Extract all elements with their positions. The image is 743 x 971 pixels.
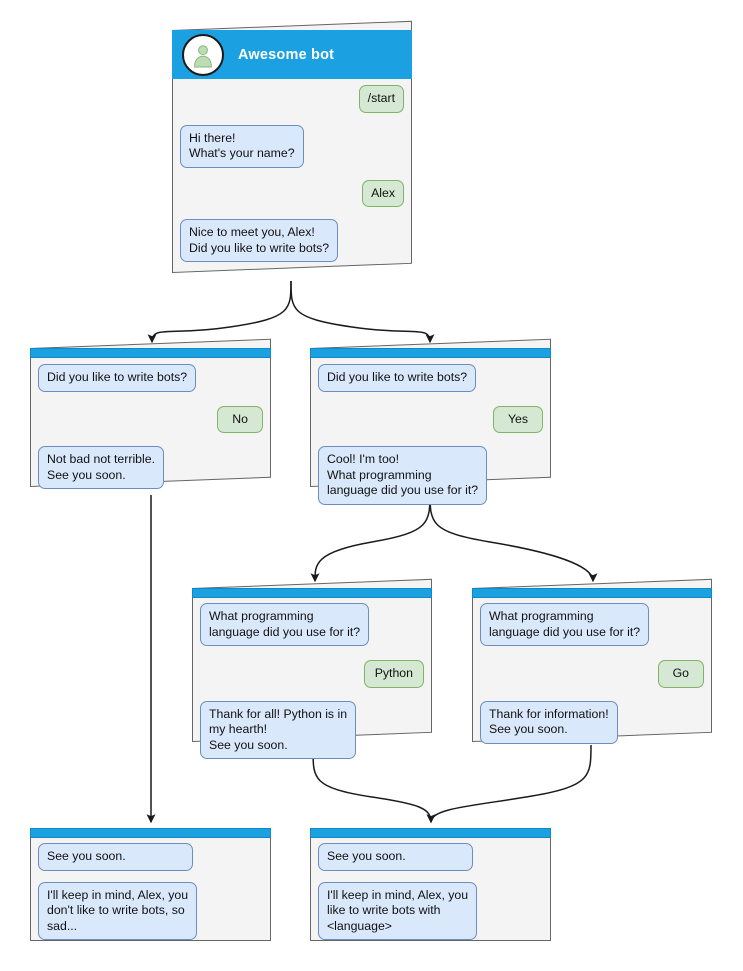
- root-chat-card[interactable]: Awesome bot /start Hi there! What's your…: [172, 20, 412, 273]
- bot-message-bubble[interactable]: What programming language did you use fo…: [200, 603, 370, 646]
- card-message-list: What programming language did you use fo…: [192, 598, 432, 759]
- message-row: What programming language did you use fo…: [480, 603, 704, 646]
- bot-message-bubble[interactable]: What programming language did you use fo…: [480, 603, 650, 646]
- edge-yes-to-go: [429, 491, 598, 583]
- card-header-bar: [472, 588, 712, 598]
- bot-title: Awesome bot: [238, 46, 335, 63]
- message-row: Yes: [318, 405, 543, 433]
- message-row: Alex: [180, 179, 404, 207]
- message-row: See you soon.: [318, 843, 543, 871]
- bot-message-bubble[interactable]: Did you like to write bots?: [38, 364, 197, 392]
- bot-message-bubble[interactable]: Hi there! What's your name?: [180, 124, 304, 168]
- no-branch-card[interactable]: Did you like to write bots? No Not bad n…: [30, 338, 271, 489]
- card-header-bar: [310, 828, 551, 838]
- message-row: I'll keep in mind, Alex, you don't like …: [38, 881, 263, 940]
- message-row: I'll keep in mind, Alex, you like to wri…: [318, 881, 543, 940]
- bot-message-bubble[interactable]: Thank for information! See you soon.: [480, 700, 618, 744]
- card-message-list: Did you like to write bots? Yes Cool! I'…: [310, 358, 551, 505]
- edge-python-to-end-happy: [312, 749, 436, 824]
- message-row: /start: [180, 85, 404, 113]
- message-row: Did you like to write bots?: [318, 364, 543, 392]
- card-message-list: See you soon. I'll keep in mind, Alex, y…: [310, 838, 551, 940]
- message-row: Go: [480, 660, 704, 688]
- message-row: Hi there! What's your name?: [180, 124, 404, 168]
- person-avatar-icon: [182, 33, 224, 76]
- message-row: Python: [200, 660, 424, 688]
- edge-root-to-yes: [290, 280, 435, 344]
- card-message-list: What programming language did you use fo…: [472, 598, 712, 744]
- card-message-list: Did you like to write bots? No Not bad n…: [30, 358, 271, 489]
- message-row: Thank for all! Python is in my hearth! S…: [200, 700, 424, 759]
- card-header-bar: Awesome bot: [172, 30, 412, 79]
- card-header-bar: [30, 828, 271, 838]
- bot-message-bubble[interactable]: See you soon.: [318, 843, 473, 871]
- message-row: Not bad not terrible. See you soon.: [38, 446, 263, 489]
- bot-message-bubble[interactable]: See you soon.: [38, 843, 193, 871]
- end-sad-card[interactable]: See you soon. I'll keep in mind, Alex, y…: [30, 828, 271, 941]
- card-message-list: See you soon. I'll keep in mind, Alex, y…: [30, 838, 271, 940]
- edge-yes-to-python: [310, 491, 431, 583]
- bot-message-bubble[interactable]: Thank for all! Python is in my hearth! S…: [200, 700, 357, 759]
- message-row: What programming language did you use fo…: [200, 603, 424, 646]
- bot-message-bubble[interactable]: Nice to meet you, Alex! Did you like to …: [180, 219, 339, 262]
- user-message-bubble[interactable]: /start: [358, 85, 404, 113]
- card-header-bar: [30, 348, 271, 358]
- card-header-bar: [310, 348, 551, 358]
- yes-branch-card[interactable]: Did you like to write bots? Yes Cool! I'…: [310, 338, 551, 505]
- message-row: Nice to meet you, Alex! Did you like to …: [180, 219, 404, 262]
- bot-message-bubble[interactable]: I'll keep in mind, Alex, you like to wri…: [318, 881, 478, 940]
- message-row: Did you like to write bots?: [38, 364, 263, 392]
- message-row: Cool! I'm too! What programming language…: [318, 446, 543, 505]
- message-row: Thank for information! See you soon.: [480, 700, 704, 744]
- bot-message-bubble[interactable]: Not bad not terrible. See you soon.: [38, 446, 165, 489]
- user-message-bubble[interactable]: Alex: [362, 179, 404, 207]
- python-branch-card[interactable]: What programming language did you use fo…: [192, 578, 432, 759]
- bot-message-bubble[interactable]: I'll keep in mind, Alex, you don't like …: [38, 881, 198, 940]
- card-header-bar: [192, 588, 432, 598]
- bot-message-bubble[interactable]: Cool! I'm too! What programming language…: [318, 446, 488, 505]
- user-message-bubble[interactable]: No: [217, 405, 263, 433]
- user-message-bubble[interactable]: Go: [657, 660, 704, 688]
- card-message-list: /start Hi there! What's your name? Alex …: [172, 79, 412, 262]
- user-message-bubble[interactable]: Python: [363, 660, 424, 688]
- go-branch-card[interactable]: What programming language did you use fo…: [472, 578, 712, 744]
- edge-go-to-end-happy: [426, 744, 592, 824]
- edge-root-to-no: [147, 280, 292, 344]
- end-happy-card[interactable]: See you soon. I'll keep in mind, Alex, y…: [310, 828, 551, 941]
- message-row: See you soon.: [38, 843, 263, 871]
- message-row: No: [38, 405, 263, 433]
- user-message-bubble[interactable]: Yes: [492, 405, 543, 433]
- bot-message-bubble[interactable]: Did you like to write bots?: [318, 364, 477, 392]
